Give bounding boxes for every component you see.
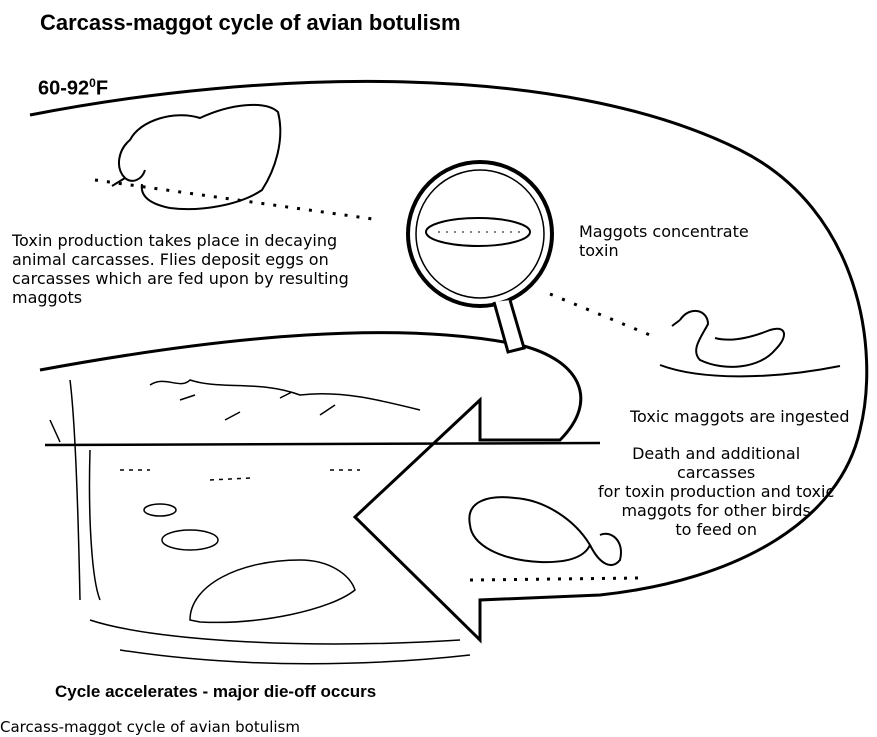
- decaying-duck-carcass: [95, 105, 380, 220]
- temperature-label: 60-920F: [38, 76, 108, 101]
- marsh-scene: [45, 380, 600, 664]
- swimming-duck: [550, 294, 840, 376]
- temperature-unit: F: [96, 78, 108, 100]
- death-carcasses-line: carcasses: [598, 463, 834, 482]
- toxin-production-line: maggots: [12, 288, 349, 307]
- temperature-degree: 0: [89, 76, 96, 90]
- toxic-maggots-ingested-text: Toxic maggots are ingested: [630, 407, 850, 426]
- figure-caption: Carcass-maggot cycle of avian botulism: [0, 718, 300, 736]
- temperature-value: 60-92: [38, 78, 89, 100]
- toxin-production-line: Toxin production takes place in decaying: [12, 231, 349, 250]
- toxin-production-line: animal carcasses. Flies deposit eggs on: [12, 250, 349, 269]
- maggots-concentrate-line: toxin: [579, 241, 749, 260]
- death-carcasses-line: Death and additional: [598, 444, 834, 463]
- toxin-production-line: carcasses which are fed upon by resultin…: [12, 269, 349, 288]
- cycle-accelerates-text: Cycle accelerates - major die-off occurs: [55, 682, 376, 702]
- maggots-concentrate-line: Maggots concentrate: [579, 222, 749, 241]
- toxin-production-text: Toxin production takes place in decaying…: [12, 231, 349, 307]
- death-carcasses-line: for toxin production and toxic: [598, 482, 834, 501]
- death-carcasses-text: Death and additional carcasses for toxin…: [598, 444, 834, 539]
- death-carcasses-line: to feed on: [598, 520, 834, 539]
- cycle-arrow: [30, 81, 867, 640]
- maggots-concentrate-text: Maggots concentrate toxin: [579, 222, 749, 260]
- magnifying-glass-icon: [408, 162, 552, 352]
- page-title: Carcass-maggot cycle of avian botulism: [40, 10, 461, 36]
- death-carcasses-line: maggots for other birds: [598, 501, 834, 520]
